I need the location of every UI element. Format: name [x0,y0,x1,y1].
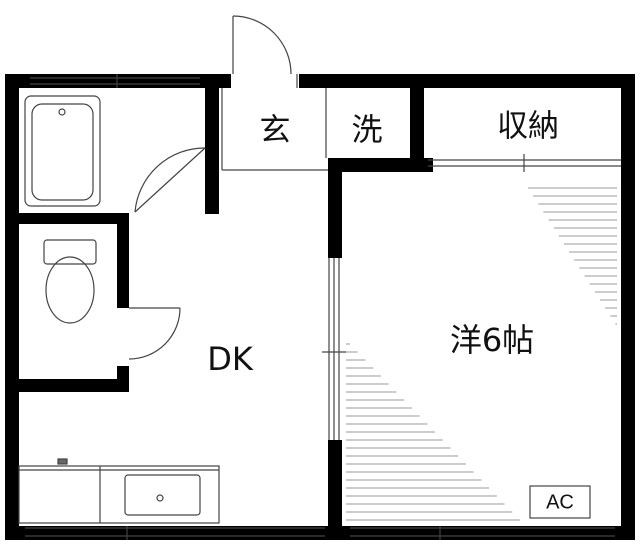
kitchen-counter [18,465,220,524]
dk-label: DK [207,340,254,378]
floor-hatch [346,187,617,521]
walls [5,74,635,540]
bath-door-leaf [134,147,206,213]
entrance-label: 玄 [260,113,291,149]
wall-room-left-top [328,158,342,258]
bath-door-arc [134,147,206,213]
toilet-door-arc [128,307,181,360]
storage-label: 収納 [497,109,559,145]
wall-toilet-right [117,224,129,308]
ac-box [529,485,591,519]
wall-room-left-bottom [328,440,342,526]
wall-bath-right [205,88,219,214]
wall-storage-left [410,88,424,166]
bathtub-drain [58,108,66,116]
washroom-label: 洗 [352,113,383,149]
wall-storage-bottom [328,158,433,172]
stove-knob [57,458,68,465]
bathtub-inner [31,103,94,201]
thin-lines [18,15,621,540]
wall-top-right [299,74,635,88]
western-room-label: 洋6帖 [450,321,534,359]
toilet-tank [43,239,97,265]
wall-top-left [5,74,231,88]
wall-left [5,74,19,540]
kitchen-sink-drain [156,494,164,502]
entrance-door-arc [232,15,292,75]
wall-right [621,74,635,540]
toilet-bowl [45,256,95,324]
wall-bath-bottom [19,213,129,224]
wall-toilet-bottom [19,379,129,392]
kitchen-sink [124,474,201,516]
bathtub [24,95,101,207]
ac-label: AC [546,491,574,513]
